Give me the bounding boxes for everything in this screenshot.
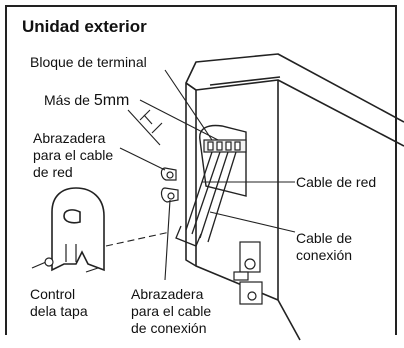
- label-terminal-block: Bloque de terminal: [30, 54, 147, 70]
- service-valves: [233, 241, 263, 305]
- terminal-window: [199, 124, 247, 197]
- label-strip-length-value: 5mm: [93, 92, 130, 109]
- label-connection-cable-2: conexión: [296, 247, 353, 263]
- label-clamp-power-1: Abrazadera: [33, 130, 106, 146]
- label-connection-cable-1: Cable de: [296, 230, 353, 246]
- label-clamp-connection-2: para el cable: [131, 303, 212, 319]
- assembly-dashed-line: [105, 231, 171, 247]
- diagram-title: Unidad exterior: [22, 17, 147, 36]
- cables: [175, 151, 237, 247]
- diagram-frame: [5, 5, 397, 335]
- outdoor-unit-body: [185, 53, 404, 341]
- label-strip-length: Más de 5mm: [44, 92, 129, 109]
- label-power-cable: Cable de red: [296, 174, 377, 190]
- label-clamp-power-3: de red: [33, 164, 73, 180]
- label-cover-control-1: Control: [30, 286, 76, 302]
- clamp-connection: [160, 187, 179, 203]
- label-clamp-connection-1: Abrazadera: [131, 286, 204, 302]
- terminal-block: [203, 139, 247, 153]
- label-clamp-connection-3: de conexión: [131, 320, 207, 336]
- label-cover-control-2: dela tapa: [30, 303, 88, 319]
- dimension-5mm: [127, 109, 163, 146]
- leader-lines: [85, 69, 296, 281]
- cover-panel: [51, 187, 105, 272]
- label-strip-length-prefix: Más de: [44, 92, 90, 108]
- cover-screw: [31, 257, 54, 269]
- label-clamp-power-2: para el cable: [33, 147, 114, 163]
